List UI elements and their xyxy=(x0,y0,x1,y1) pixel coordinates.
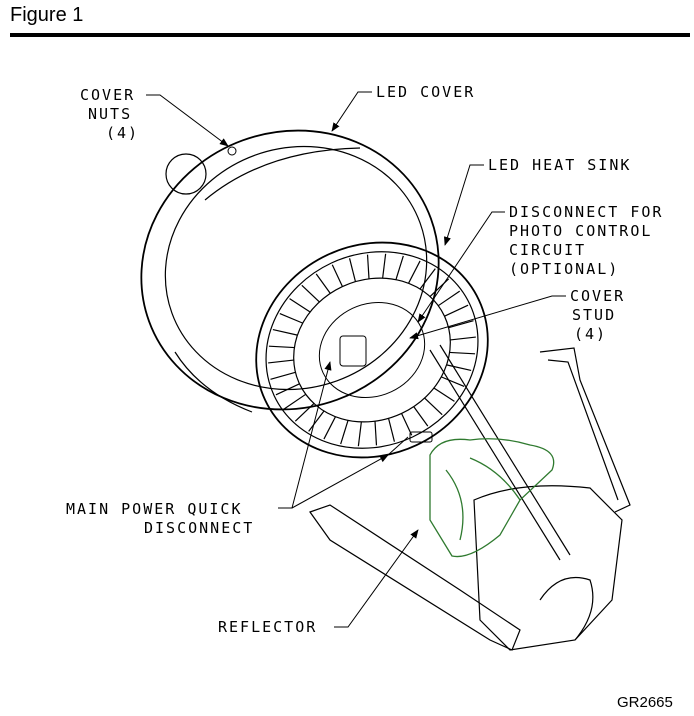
cover-nut xyxy=(227,146,237,156)
heat-sink-fin xyxy=(413,406,429,427)
heat-sink-fin xyxy=(331,264,343,287)
heat-sink-fin xyxy=(450,336,476,341)
heat-sink-fin xyxy=(407,260,421,284)
label-cover-stud-2: STUD xyxy=(572,306,616,324)
heat-sink-fin xyxy=(308,410,325,432)
leader-main-power-1 xyxy=(278,361,332,509)
heat-sink-fin xyxy=(323,416,337,440)
led-heat-sink xyxy=(255,241,489,459)
heat-sink-fin xyxy=(348,258,357,282)
mounting-knob xyxy=(165,153,207,195)
heat-sink-fin xyxy=(294,403,315,422)
led-board xyxy=(318,301,426,399)
heat-sink-fin xyxy=(357,421,362,447)
label-led-cover: LED COVER xyxy=(376,83,475,101)
drawing-code: GR2665 xyxy=(617,694,673,711)
label-cover-nuts-3: (4) xyxy=(106,124,139,142)
heat-sink-fin xyxy=(419,268,436,290)
heat-sink-fin xyxy=(395,255,404,280)
heat-sink-fin xyxy=(424,397,443,416)
heat-sink-fin xyxy=(382,253,387,279)
callout-labels: COVER NUTS (4) LED COVER LED HEAT SINK D… xyxy=(66,83,663,636)
leader-reflector xyxy=(334,529,419,628)
mounting-rails xyxy=(309,344,631,651)
heat-sink-fin xyxy=(448,320,474,329)
leader-cover-nuts xyxy=(146,94,229,147)
label-cover-stud-1: COVER xyxy=(570,287,625,305)
heat-sink-fin xyxy=(272,328,298,336)
heat-sink-fin xyxy=(387,418,396,442)
heat-sink-fin xyxy=(449,351,476,355)
label-main-power-2: DISCONNECT xyxy=(144,519,254,537)
led-cover-housing xyxy=(140,129,440,413)
heat-sink-fin xyxy=(268,359,294,364)
heat-sink-fin xyxy=(366,254,370,279)
heat-sink-fin xyxy=(270,371,296,380)
leader-heat-sink xyxy=(443,164,484,246)
heat-sink-fin xyxy=(268,345,295,349)
heat-sink-fin xyxy=(401,413,413,436)
reflector-part xyxy=(429,438,555,558)
label-cover-stud-3: (4) xyxy=(574,325,607,343)
heat-sink-fin xyxy=(279,312,303,324)
heat-sink-fin xyxy=(441,376,465,388)
label-disconnect-2: PHOTO CONTROL xyxy=(509,222,652,240)
label-main-power-1: MAIN POWER QUICK xyxy=(66,500,243,518)
leader-led-cover xyxy=(331,91,372,132)
heat-sink-fin xyxy=(437,290,461,307)
label-cover-nuts-2: NUTS xyxy=(88,105,132,123)
label-disconnect-1: DISCONNECT FOR xyxy=(509,203,663,221)
label-disconnect-4: (OPTIONAL) xyxy=(509,260,619,278)
leader-disconnect xyxy=(417,211,505,323)
heat-sink-fin xyxy=(275,383,300,396)
heat-sink-fin xyxy=(446,364,472,372)
label-reflector: REFLECTOR xyxy=(218,618,317,636)
leader-main-power-2 xyxy=(291,454,389,509)
label-cover-nuts-1: COVER xyxy=(80,86,135,104)
quick-disconnect-connector xyxy=(387,431,433,456)
heat-sink-fin xyxy=(315,273,331,294)
figure-title: Figure 1 xyxy=(10,4,84,26)
heat-sink-fin xyxy=(283,393,307,410)
title-rule xyxy=(10,33,690,37)
heat-sink-fin xyxy=(340,420,349,445)
label-disconnect-3: CIRCUIT xyxy=(509,241,586,259)
heat-sink-fin xyxy=(289,298,311,313)
heat-sink-fin xyxy=(301,284,320,303)
label-led-heat-sink: LED HEAT SINK xyxy=(488,156,631,174)
heat-sink-fin xyxy=(374,421,378,446)
heat-sink-fin xyxy=(433,387,455,402)
heat-sink-fin xyxy=(444,304,469,317)
leader-cover-stud xyxy=(409,295,566,340)
